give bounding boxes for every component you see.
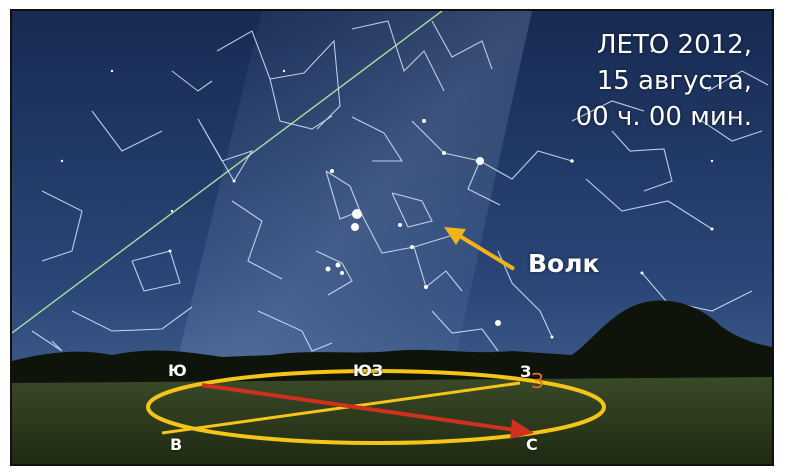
ground [12,377,772,464]
caption-time: 00 ч. 00 мин. [575,102,752,132]
south-north-arrow-shaft [201,383,523,433]
horizon-label-north: С [526,435,538,454]
caption-season: ЛЕТО 2012, [596,30,752,60]
night-sky-scene [12,11,772,464]
lupus-pointer-arrow [444,227,516,271]
horizon-label-south: Ю [168,361,187,380]
caption-date: 15 августа, [596,66,752,96]
constellation-label-lupus: Волк [528,249,600,278]
stars [60,49,714,339]
sky-map-frame: ЛЕТО 2012, 15 августа, 00 ч. 00 мин. Вол… [10,9,774,466]
east-west-line [161,381,521,435]
horizon-label-west-alt: З [531,369,544,393]
south-north-arrowhead [510,419,534,439]
horizon-ellipse [146,369,606,445]
horizon-label-southwest: ЮЗ [353,361,384,380]
horizon-compass [146,369,606,445]
horizon-label-east: В [170,435,183,454]
horizon-label-west: З [520,362,532,381]
ecliptic-line [12,11,443,334]
